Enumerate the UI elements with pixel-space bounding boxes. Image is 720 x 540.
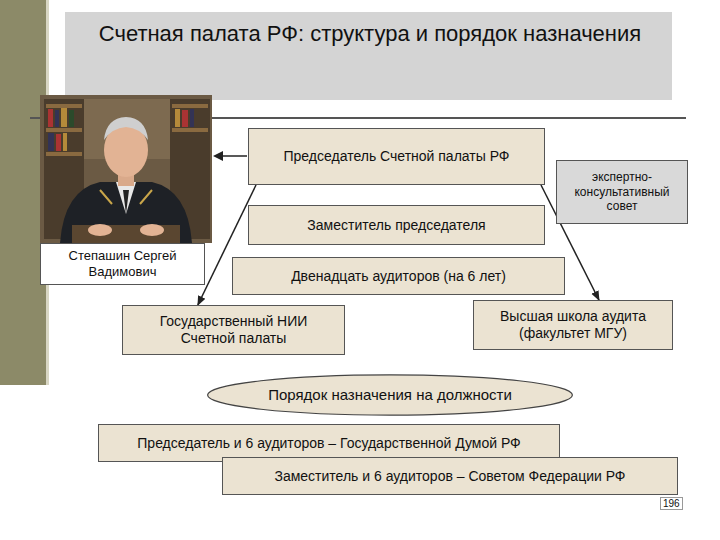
box-text: Председатель Счетной палаты РФ (284, 148, 510, 165)
org-box: Двенадцать аудиторов (на 6 лет) (232, 257, 565, 295)
org-box: Председатель Счетной палаты РФ (248, 128, 545, 185)
slide-number: 196 (660, 497, 683, 510)
portrait-photo (40, 95, 212, 243)
box-text: Государственный НИИ Счетной палаты (131, 313, 336, 347)
org-box: Степашин Сергей Вадимович (40, 243, 205, 285)
box-text: Заместитель председателя (307, 217, 485, 234)
box-text: Заместитель и 6 аудиторов – Советом Феде… (274, 468, 625, 485)
pointer-head (213, 151, 223, 161)
box-text: экспертно-консультативный совет (565, 170, 679, 213)
header-band (65, 12, 672, 100)
org-box: Заместитель и 6 аудиторов – Советом Феде… (222, 457, 678, 495)
side-bar (0, 0, 46, 385)
box-text: Степашин Сергей Вадимович (49, 248, 196, 279)
box-text: Председатель и 6 аудиторов – Государстве… (137, 435, 520, 452)
org-box: экспертно-консультативный совет (556, 160, 688, 224)
slide-title: Счетная палата РФ: структура и порядок н… (95, 20, 645, 49)
box-text: Порядок назначения на должности (268, 386, 512, 404)
box-text: Высшая школа аудита (факультет МГУ) (482, 308, 664, 342)
box-text: Двенадцать аудиторов (на 6 лет) (291, 268, 506, 285)
org-box: Государственный НИИ Счетной палаты (122, 305, 345, 355)
heading-ellipse: Порядок назначения на должности (205, 374, 575, 416)
org-box: Высшая школа аудита (факультет МГУ) (473, 300, 673, 350)
pointer-line (221, 155, 247, 157)
org-box: Заместитель председателя (248, 205, 545, 245)
